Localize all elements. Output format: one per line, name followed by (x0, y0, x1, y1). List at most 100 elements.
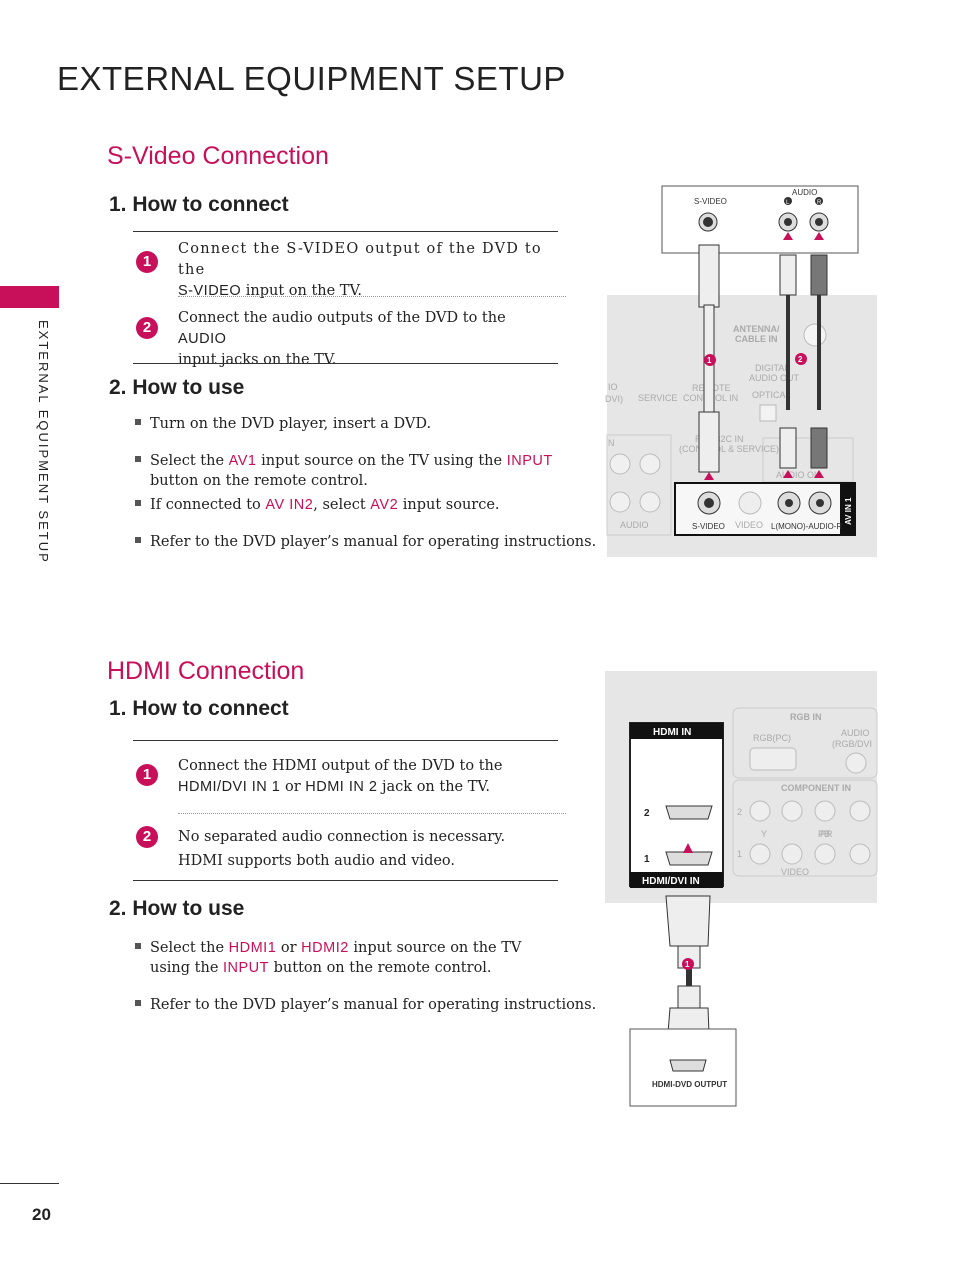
svideo-step-2-text: Connect the audio outputs of the DVD to … (178, 308, 558, 371)
bullet-text: If connected to (150, 497, 266, 513)
bullet-text: input source on the TV (348, 940, 522, 956)
tv-audio-label: L(MONO)-AUDIO-R (771, 522, 842, 531)
dvd-audio-label: AUDIO (792, 188, 817, 197)
audio-out-label: AUDIO OUT (749, 373, 800, 383)
hdmi-connection-diagram: HDMI IN HDMI/DVI IN 2 1 RGB IN RGB(PC) A… (605, 671, 878, 1107)
bullet-text: using the (150, 960, 224, 976)
service-label: SERVICE (638, 393, 677, 403)
keyword-input: INPUT (506, 453, 553, 469)
step-2-badge: 2 (136, 317, 158, 339)
keyword-hdmi-in2: HDMI IN 2 (305, 779, 378, 795)
antenna-label: ANTENNA/ (733, 324, 780, 334)
svideo-connect-heading: 1. How to connect (109, 193, 289, 216)
audio-label: AUDIO (841, 728, 870, 738)
dvd-svideo-label: S-VIDEO (694, 197, 727, 206)
svideo-use-item: Turn on the DVD player, insert a DVD. (135, 414, 431, 434)
video-label: VIDEO (781, 867, 809, 877)
bullet-text: Select the (150, 453, 229, 469)
divider (133, 231, 558, 232)
keyword-hdmi2: HDMI2 (301, 940, 349, 956)
step-2-badge: 2 (136, 826, 158, 848)
hdmi-use-heading: 2. How to use (109, 897, 245, 920)
hdmi-port-2-label: 2 (644, 808, 650, 819)
component-1-label: 1 (737, 849, 742, 859)
keyword-av2: AV2 (370, 497, 399, 513)
dotted-divider (178, 296, 566, 297)
av-in1-label: AV IN 1 (844, 497, 853, 525)
hdmi-in-label: HDMI IN (653, 727, 691, 738)
bullet-text: input source. (398, 497, 500, 513)
page-number: 20 (32, 1205, 51, 1224)
keyword-hdmi-dvi-in1: HDMI/DVI IN 1 (178, 779, 281, 795)
bullet-text: button on the remote control. (269, 960, 492, 976)
dvd-l-label: L (786, 200, 790, 206)
footer-rule (0, 1183, 59, 1184)
cable-marker-1: 1 (685, 960, 690, 969)
step-text-part: Connect the HDMI output of the DVD to th… (178, 758, 503, 774)
hdmi-step-1-text: Connect the HDMI output of the DVD to th… (178, 756, 558, 798)
bullet-text: or (276, 940, 302, 956)
step-text-part: Connect the audio outputs of the DVD to … (178, 310, 506, 326)
pb-label: PB (818, 829, 830, 839)
dvi-label: DVI) (605, 394, 623, 404)
n-label: N (608, 438, 615, 448)
cable-in-label: CABLE IN (735, 334, 778, 344)
divider (133, 363, 558, 364)
y-label: Y (761, 829, 767, 839)
cable-marker-2: 2 (798, 355, 803, 364)
step-text-part: HDMI supports both audio and video. (178, 853, 456, 869)
rgb-pc-label: RGB(PC) (753, 733, 791, 743)
step-text-part: jack on the TV. (377, 779, 490, 795)
page-title: EXTERNAL EQUIPMENT SETUP (57, 60, 566, 97)
audio-ou-label: AUDIO OU (776, 470, 821, 480)
svideo-use-item: If connected to AV IN2, select AV2 input… (135, 495, 500, 515)
component-2-label: 2 (737, 807, 742, 817)
hdmi-section-title: HDMI Connection (107, 657, 305, 685)
side-section-label: EXTERNAL EQUIPMENT SETUP (36, 320, 51, 564)
divider (133, 880, 558, 881)
keyword-hdmi1: HDMI1 (228, 940, 277, 956)
dvd-r-label: R (817, 200, 822, 206)
hdmi-dvi-in-label: HDMI/DVI IN (642, 876, 700, 887)
tv-video-label: VIDEO (735, 520, 763, 530)
bullet-text: Refer to the DVD player’s manual for ope… (150, 534, 597, 550)
component-in-label: COMPONENT IN (781, 783, 851, 793)
tv-svideo-label: S-VIDEO (692, 522, 725, 531)
rgb-in-label: RGB IN (790, 712, 822, 722)
svideo-connection-diagram: S-VIDEO AUDIO L R ANTENNA/ CABLE IN DIGI… (605, 185, 877, 557)
digital-label: DIGITAL (755, 363, 789, 373)
audio-small-label: AUDIO (620, 520, 649, 530)
rgb-dvi-label: (RGB/DVI (832, 739, 872, 749)
dotted-divider (178, 813, 566, 814)
divider (133, 740, 558, 741)
cable-marker-1: 1 (707, 356, 712, 365)
bullet-text: Turn on the DVD player, insert a DVD. (150, 416, 432, 432)
pr-label: PR (820, 829, 833, 839)
hdmi-use-item: Select the HDMI1 or HDMI2 input source o… (135, 938, 565, 978)
svideo-use-item: Refer to the DVD player’s manual for ope… (135, 532, 596, 552)
bullet-text: , select (313, 497, 371, 513)
hdmi-step-2-text: No separated audio connection is necessa… (178, 825, 558, 873)
step-1-badge: 1 (136, 764, 158, 786)
bullet-text: input source on the TV using the (256, 453, 507, 469)
step-text-part: input on the TV. (241, 283, 363, 299)
bullet-text: Select the (150, 940, 229, 956)
bullet-text: Refer to the DVD player’s manual for ope… (150, 997, 597, 1013)
keyword-audio: AUDIO (178, 331, 227, 347)
optical-label: OPTICAL (752, 390, 791, 400)
bullet-text: button on the remote control. (150, 473, 368, 489)
hdmi-port-1-label: 1 (644, 854, 650, 865)
keyword-svideo: S-VIDEO (178, 283, 242, 299)
step-text-part: or (280, 779, 306, 795)
svideo-use-heading: 2. How to use (109, 376, 245, 399)
keyword-av1: AV1 (228, 453, 257, 469)
svideo-use-item: Select the AV1 input source on the TV us… (135, 451, 565, 491)
step-1-badge: 1 (136, 251, 158, 273)
keyword-input: INPUT (223, 960, 270, 976)
keyword-av-in2: AV IN2 (265, 497, 314, 513)
io-label: IO (608, 382, 618, 392)
hdmi-use-item: Refer to the DVD player’s manual for ope… (135, 995, 596, 1015)
side-tab-marker (0, 286, 59, 308)
hdmi-connect-heading: 1. How to connect (109, 697, 289, 720)
step-text-part: input jacks on the TV. (178, 352, 337, 368)
